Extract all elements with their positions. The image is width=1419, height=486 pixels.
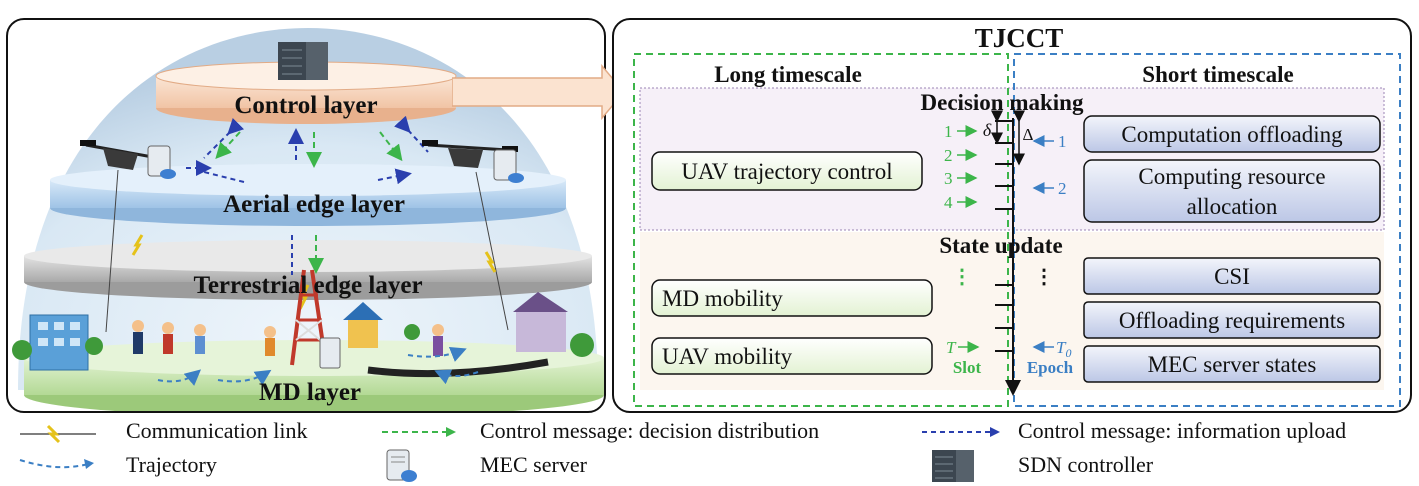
- mec-server-icon: [386, 449, 417, 482]
- legend-control-decision-distribution: Control message: decision distribution: [480, 418, 820, 443]
- communication-links: [105, 169, 509, 333]
- legend-communication-link: Communication link: [126, 418, 308, 443]
- uav-mobility-label: UAV mobility: [662, 344, 793, 369]
- control-layer-label: Control layer: [234, 92, 377, 119]
- terrestrial-layer-disc: [24, 240, 592, 272]
- sdn-controller-icon: [278, 42, 328, 80]
- tjcct-panel: TJCCT Long timescale Short timescale Dec…: [612, 18, 1412, 413]
- legend-control-information-upload: Control message: information upload: [1018, 418, 1347, 443]
- terrestrial-edge-layer-label: Terrestrial edge layer: [193, 272, 422, 299]
- epoch-markers: 1 2 ⋮ T0 Epoch: [1027, 132, 1074, 377]
- offloading-requirements-box: [1083, 301, 1381, 339]
- mec-server-states-label: MEC server states: [1148, 352, 1317, 377]
- architecture-illustration: Control layer Aerial edge layer Terrestr…: [12, 28, 604, 411]
- uav-right: [422, 140, 524, 183]
- uav-left: [80, 140, 176, 179]
- epoch-number: 2: [1058, 179, 1067, 198]
- long-timescale-heading: Long timescale: [714, 62, 862, 87]
- computation-offloading-box: [1083, 115, 1381, 153]
- decision-distribution-arrow-icon: [382, 427, 456, 437]
- state-update-heading: State update: [939, 233, 1062, 258]
- control-to-tjcct-arrow: [452, 64, 625, 120]
- sdn-controller-legend-icon: [932, 450, 974, 482]
- delta-big-label: Δ: [1023, 125, 1034, 144]
- communication-link-icon: [20, 424, 96, 444]
- uav-mobility-box: [651, 337, 933, 375]
- csi-box: [1083, 257, 1381, 295]
- uav-trajectory-control-box: [651, 151, 923, 191]
- slot-number: 2: [944, 146, 953, 165]
- trajectory-arrows: [157, 347, 479, 386]
- computing-resource-allocation-line2: allocation: [1187, 194, 1278, 219]
- computation-offloading-label: Computation offloading: [1121, 122, 1343, 147]
- epoch-label: Epoch: [1027, 358, 1074, 377]
- slot-t-label: T: [946, 338, 957, 357]
- epoch-t0-label: T0: [1056, 338, 1071, 360]
- aerial-edge-layer-label: Aerial edge layer: [223, 191, 405, 218]
- legend-sdn-controller: SDN controller: [1018, 452, 1154, 477]
- slot-number: 1: [944, 122, 953, 141]
- legend-trajectory: Trajectory: [126, 452, 217, 477]
- information-upload-arrow-icon: [922, 427, 1000, 437]
- slot-number: 4: [944, 193, 953, 212]
- computing-resource-allocation-line1: Computing resource: [1138, 164, 1325, 189]
- mec-server-states-box: [1083, 345, 1381, 383]
- md-mobility-label: MD mobility: [662, 286, 783, 311]
- tjcct-title: TJCCT: [975, 23, 1064, 53]
- slot-label: Slot: [953, 358, 982, 377]
- csi-label: CSI: [1214, 264, 1250, 289]
- timeline-ticks: [995, 120, 1014, 352]
- md-mobility-box: [651, 279, 933, 317]
- slot-number: 3: [944, 169, 953, 188]
- offloading-requirements-label: Offloading requirements: [1119, 308, 1345, 333]
- city-scene: [12, 292, 594, 378]
- legend-mec-server: MEC server: [480, 452, 587, 477]
- md-layer-label: MD layer: [259, 379, 361, 406]
- epoch-continuation-dots: ⋮: [1034, 266, 1054, 288]
- uav-trajectory-control-label: UAV trajectory control: [681, 159, 892, 184]
- aerial-layer-disc: [50, 164, 566, 196]
- short-timescale-heading: Short timescale: [1142, 62, 1293, 87]
- slot-continuation-dots: ⋮: [952, 266, 972, 288]
- control-message-arrows: [186, 115, 429, 275]
- cell-tower-icon: [290, 269, 341, 369]
- epoch-number: 1: [1058, 132, 1067, 151]
- slot-markers: 1 2 3 4 ⋮ T Slot: [944, 122, 982, 377]
- trajectory-arrow-icon: [19, 459, 94, 469]
- delta-small-label: δ: [983, 120, 992, 140]
- decision-making-heading: Decision making: [921, 90, 1084, 115]
- long-timescale-frame: [633, 53, 1009, 407]
- tjcct-diagram: TJCCT Long timescale Short timescale Dec…: [633, 23, 1401, 407]
- computing-resource-allocation-box: [1083, 159, 1381, 223]
